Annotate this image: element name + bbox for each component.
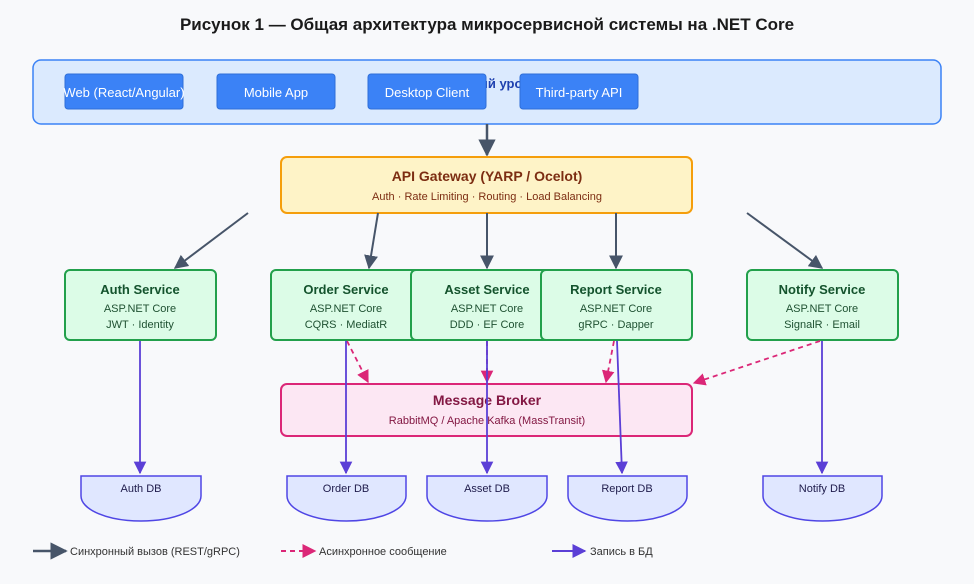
client-mobile: Mobile App	[216, 73, 336, 110]
client-label: Third-party API	[536, 85, 623, 100]
database-icon	[567, 475, 688, 522]
client-label: Desktop Client	[385, 85, 470, 100]
legend-item-sync: Синхронный вызов (REST/gRPC)	[33, 542, 240, 560]
api-gateway-title: API Gateway (YARP / Ocelot)	[392, 168, 583, 184]
db-label: Order DB	[323, 483, 369, 495]
client-web: Web (React/Angular)	[63, 73, 185, 110]
api-gateway-features: Auth · Rate Limiting · Routing · Load Ba…	[372, 191, 602, 203]
async-report-to-broker	[601, 340, 615, 384]
legend-item-async: Асинхронное сообщение	[281, 544, 447, 558]
api-gateway-box	[280, 156, 693, 214]
diagram-title: Рисунок 1 — Общая архитектура микросерви…	[180, 15, 794, 34]
client-desktop: Desktop Client	[367, 73, 487, 110]
service-stack: CQRS · MediatR	[305, 319, 388, 331]
db-arrow-report	[615, 340, 628, 475]
client-label: Mobile App	[244, 85, 308, 100]
async-notify-to-broker	[692, 340, 821, 386]
service-stack: DDD · EF Core	[450, 319, 525, 331]
legend-label: Запись в БД	[590, 546, 653, 558]
service-tech: ASP.NET Core	[786, 303, 858, 315]
async-order-to-broker	[346, 340, 369, 384]
service-report: Report Service ASP.NET Core gRPC · Dappe…	[540, 269, 693, 341]
service-stack: gRPC · Dapper	[578, 319, 654, 331]
service-tech: ASP.NET Core	[310, 303, 382, 315]
service-name: Notify Service	[779, 282, 866, 297]
service-asset: Asset Service ASP.NET Core DDD · EF Core	[410, 269, 563, 341]
legend: Синхронный вызов (REST/gRPC) Асинхронное…	[33, 542, 653, 560]
service-name: Auth Service	[100, 282, 179, 297]
db-notify: Notify DB	[762, 475, 883, 522]
client-third-party: Third-party API	[519, 73, 639, 110]
service-tech: ASP.NET Core	[104, 303, 176, 315]
db-label: Asset DB	[464, 483, 510, 495]
service-auth: Auth Service ASP.NET Core JWT · Identity	[64, 269, 217, 341]
arrow-gateway-to-auth	[173, 212, 249, 269]
database-icon	[286, 475, 407, 522]
client-label: Web (React/Angular)	[63, 85, 184, 100]
legend-item-db: Запись в БД	[552, 544, 653, 558]
service-tech: ASP.NET Core	[580, 303, 652, 315]
service-name: Order Service	[303, 282, 388, 297]
database-icon	[762, 475, 883, 522]
service-name: Report Service	[570, 282, 662, 297]
arrow-gateway-to-notify	[746, 212, 824, 269]
service-name: Asset Service	[444, 282, 529, 297]
legend-label: Асинхронное сообщение	[319, 546, 447, 558]
database-icon	[80, 475, 202, 522]
database-icon	[426, 475, 548, 522]
service-stack: JWT · Identity	[106, 319, 174, 331]
db-asset: Asset DB	[426, 475, 548, 522]
arrow-gateway-to-order	[364, 212, 379, 270]
db-label: Report DB	[601, 483, 652, 495]
legend-label: Синхронный вызов (REST/gRPC)	[70, 546, 240, 558]
db-auth: Auth DB	[80, 475, 202, 522]
db-order: Order DB	[286, 475, 407, 522]
service-stack: SignalR · Email	[784, 319, 860, 331]
service-order: Order Service ASP.NET Core CQRS · Mediat…	[270, 269, 423, 341]
db-report: Report DB	[567, 475, 688, 522]
service-notify: Notify Service ASP.NET Core SignalR · Em…	[746, 269, 899, 341]
db-label: Notify DB	[799, 483, 845, 495]
db-label: Auth DB	[121, 483, 162, 495]
service-tech: ASP.NET Core	[451, 303, 523, 315]
